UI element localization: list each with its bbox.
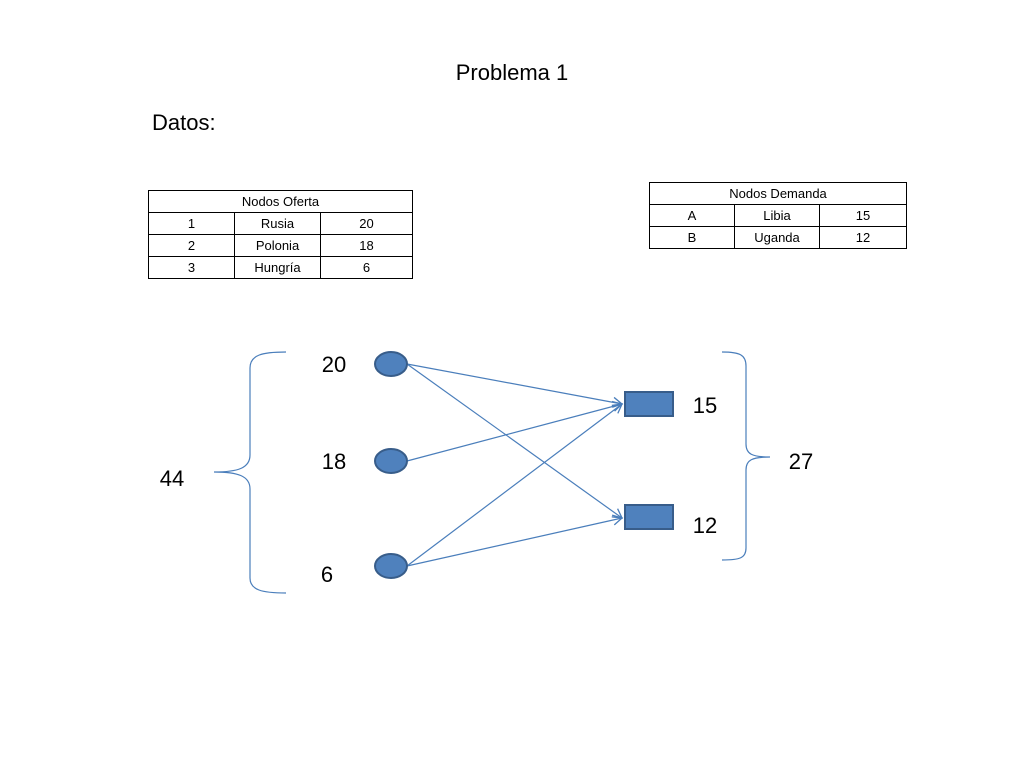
- supply-node-1-label: 20: [322, 352, 346, 377]
- supply-total-label: 44: [160, 466, 184, 491]
- page-title: Problema 1: [455, 60, 569, 85]
- supply-node-3-label: 6: [321, 562, 333, 587]
- table-cell: Uganda: [734, 226, 820, 249]
- supply-node-2-label: 18: [322, 449, 346, 474]
- table-header-row: Nodos Oferta: [148, 190, 413, 213]
- supply-nodes-table: Nodos Oferta 1 Rusia 20 2 Polonia 18 3 H…: [148, 190, 413, 279]
- table-cell: 15: [818, 204, 908, 227]
- edge-rusia-libia: [406, 363, 624, 408]
- table-row: 2 Polonia 18: [148, 234, 413, 257]
- supply-node-1: [374, 351, 408, 377]
- table-cell: Hungría: [234, 256, 321, 279]
- table-row: 3 Hungría 6: [148, 256, 413, 279]
- edges: [406, 363, 624, 567]
- supply-table-header: Nodos Oferta: [148, 190, 413, 213]
- demand-node-b-label: 12: [693, 513, 717, 538]
- edge-polonia-libia: [406, 400, 624, 462]
- demand-node-a-label: 15: [693, 393, 717, 418]
- table-cell: 6: [320, 256, 413, 279]
- demand-node-b: [624, 504, 674, 530]
- edge-rusia-uganda: [406, 363, 624, 519]
- demand-nodes-table: Nodos Demanda A Libia 15 B Uganda 12: [648, 182, 908, 249]
- table-row: B Uganda 12: [649, 226, 908, 249]
- data-heading: Datos:: [152, 110, 216, 135]
- demand-total-brace: [721, 351, 771, 561]
- edge-hungria-uganda: [406, 514, 624, 567]
- table-cell: Polonia: [234, 234, 321, 257]
- supply-total-brace: [213, 351, 287, 594]
- table-cell: 20: [320, 212, 413, 235]
- demand-total-label: 27: [789, 449, 813, 474]
- supply-node-3: [374, 553, 408, 579]
- demand-node-a: [624, 391, 674, 417]
- supply-node-2: [374, 448, 408, 474]
- table-cell: 12: [818, 226, 908, 249]
- edge-hungria-libia: [406, 403, 624, 567]
- table-row: 1 Rusia 20: [148, 212, 413, 235]
